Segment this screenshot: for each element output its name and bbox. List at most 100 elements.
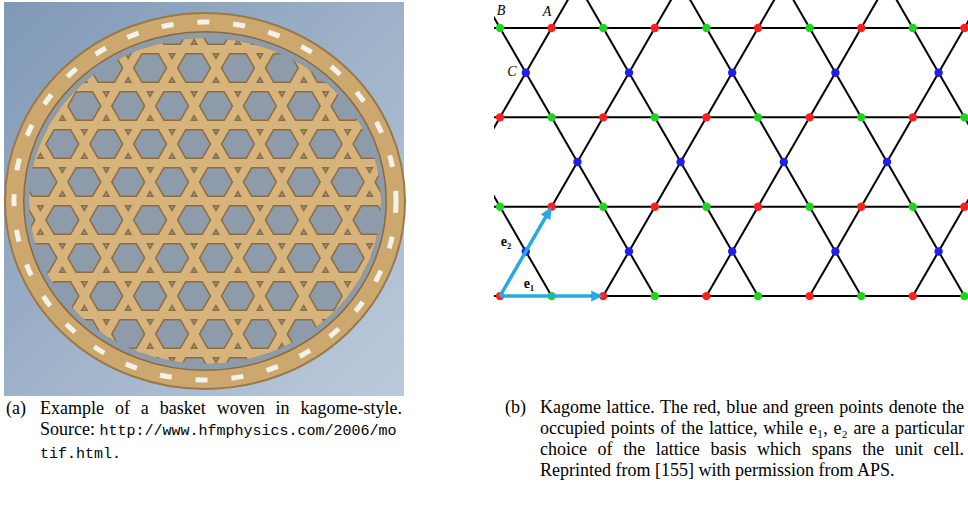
lattice-site	[651, 24, 659, 32]
lattice-site	[496, 113, 504, 121]
lattice-site	[960, 24, 968, 32]
basis-vector-shaft	[500, 217, 546, 296]
lattice-site	[754, 24, 762, 32]
lattice-bond	[603, 206, 655, 208]
lattice-site	[780, 158, 788, 166]
lattice-bond	[706, 28, 732, 73]
lattice-site	[857, 113, 865, 121]
lattice-bond	[887, 162, 913, 207]
lattice-bond	[758, 295, 810, 297]
lattice-bond	[913, 251, 939, 296]
lattice-site	[909, 24, 917, 32]
lattice-site	[651, 203, 659, 211]
lattice-bond	[500, 116, 552, 118]
lattice-bond	[784, 117, 810, 162]
lattice-bond	[706, 206, 758, 208]
lattice-bond	[706, 116, 758, 118]
lattice-bond	[655, 117, 681, 162]
lattice-site	[934, 247, 942, 255]
lattice-bond	[758, 117, 784, 162]
basis-vector-label: e₂	[500, 235, 512, 249]
lattice-bond	[603, 116, 655, 118]
lattice-site	[857, 24, 865, 32]
lattice-site	[754, 203, 762, 211]
lattice-bond	[758, 27, 810, 29]
lattice-bond	[887, 0, 913, 28]
lattice-site	[805, 24, 813, 32]
lattice-bond	[810, 28, 836, 73]
lattice-bond	[913, 28, 939, 73]
lattice-bond	[861, 27, 913, 29]
lattice-bond	[655, 0, 681, 28]
weave-strip	[0, 387, 605, 395]
lattice-site	[547, 113, 555, 121]
lattice-site	[702, 292, 710, 300]
lattice-bond	[629, 73, 655, 118]
lattice-bond	[494, 117, 500, 162]
subfigure-tag: (b)	[505, 397, 526, 418]
lattice-site	[651, 292, 659, 300]
lattice-bond	[913, 116, 965, 118]
lattice-bond	[810, 73, 836, 118]
lattice-bond	[552, 0, 578, 28]
lattice-site	[728, 68, 736, 76]
lattice-bond	[784, 162, 810, 207]
lattice-bond	[758, 116, 810, 118]
lattice-site	[754, 113, 762, 121]
lattice-bond	[810, 251, 836, 296]
lattice-bond	[603, 251, 629, 296]
lattice-bond	[526, 28, 552, 73]
lattice-site	[805, 292, 813, 300]
lattice-site	[960, 203, 968, 211]
basis-vector-shaft	[500, 294, 591, 298]
lattice-bond	[758, 0, 784, 28]
site-label: C	[506, 65, 517, 79]
lattice-bond	[861, 162, 887, 207]
lattice-bond	[939, 251, 965, 296]
lattice-site	[857, 203, 865, 211]
weave-strip-edge	[0, 500, 605, 511]
lattice-bond	[913, 27, 965, 29]
lattice-bond	[835, 207, 861, 252]
lattice-bond	[939, 73, 965, 118]
basis-vector-label: e₁	[523, 277, 535, 291]
lattice-bond	[655, 116, 707, 118]
lattice-site	[728, 247, 736, 255]
lattice-site	[599, 24, 607, 32]
lattice-bond	[552, 27, 604, 29]
lattice-bond	[861, 116, 913, 118]
lattice-bond	[603, 28, 629, 73]
lattice-bond	[500, 207, 526, 252]
lattice-bond	[681, 0, 707, 28]
lattice-bond	[526, 73, 552, 118]
lattice-bond	[629, 251, 655, 296]
caption-text: Kagome lattice. The red, blue and green …	[540, 397, 964, 480]
lattice-bond	[500, 206, 552, 208]
lattice-bond	[939, 207, 965, 252]
basis-vector-head	[541, 207, 552, 220]
lattice-bond	[810, 295, 862, 297]
lattice-site	[676, 158, 684, 166]
lattice-bond	[964, 117, 968, 162]
basket-rim-outer	[5, 13, 405, 389]
lattice-site	[599, 113, 607, 121]
basis-vector-head	[591, 291, 603, 302]
lattice-bond	[861, 0, 887, 28]
lattice-bond	[758, 162, 784, 207]
lattice-bond	[810, 27, 862, 29]
lattice-bond	[732, 73, 758, 118]
lattice-site	[522, 68, 530, 76]
lattice-bond	[500, 73, 526, 118]
lattice-bond	[758, 206, 810, 208]
basket-rim-inner	[23, 31, 387, 371]
lattice-bond	[552, 116, 604, 118]
lattice-bond	[706, 207, 732, 252]
subcaption: Example of a basket woven in kagome-styl…	[40, 398, 402, 465]
lattice-site	[909, 113, 917, 121]
lattice-bond	[629, 207, 655, 252]
lattice-bond	[603, 27, 655, 29]
lattice-site	[599, 203, 607, 211]
lattice-site	[702, 113, 710, 121]
lattice-bond	[500, 27, 552, 29]
lattice-bond	[732, 207, 758, 252]
